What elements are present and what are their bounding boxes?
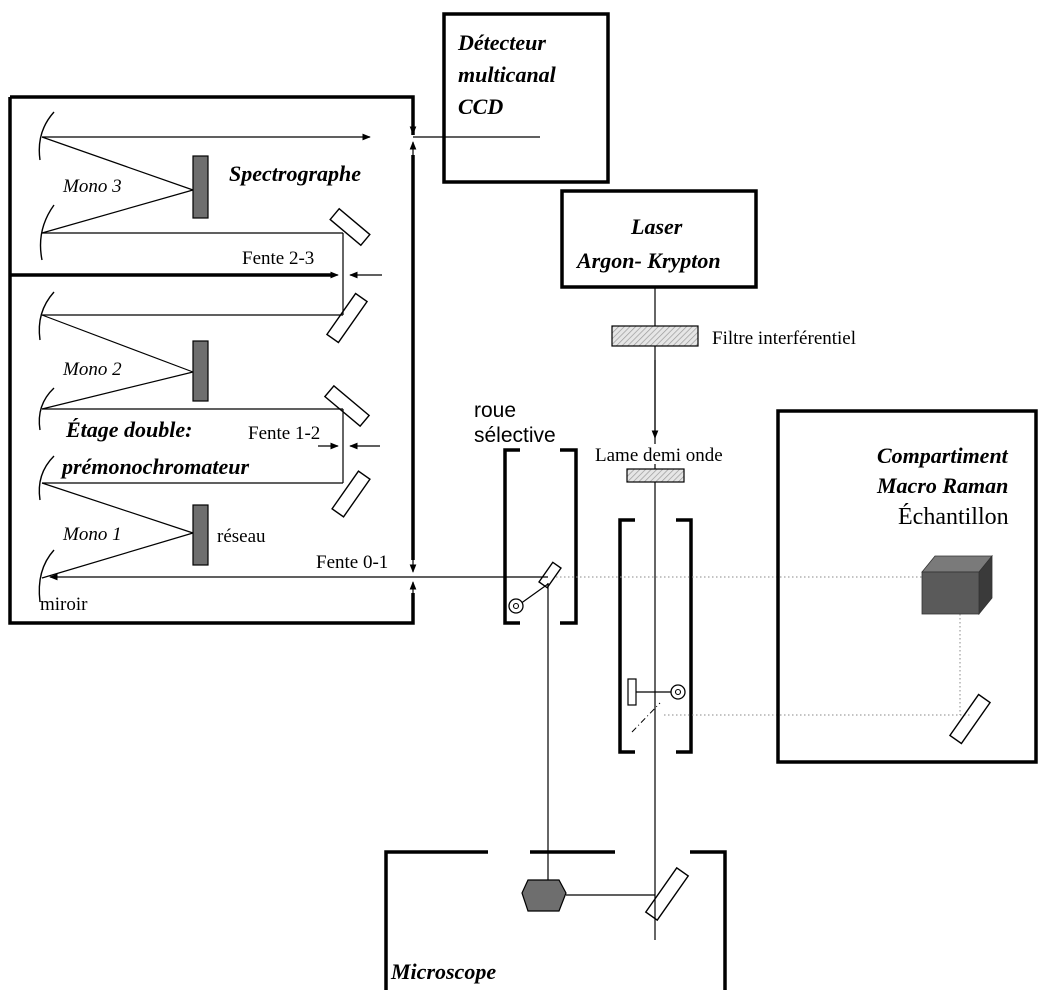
mono1-label: Mono 1 <box>62 524 122 545</box>
interference-filter <box>611 325 699 347</box>
laser-label-2: Argon- Krypton <box>575 248 721 273</box>
fold-mirrors <box>323 207 371 518</box>
grating-mono1 <box>192 504 209 566</box>
slit-12-label: Fente 1-2 <box>248 423 320 444</box>
microscope-housing <box>384 850 727 990</box>
macro-dotted-beams <box>556 576 970 716</box>
wheel-label-2: sélective <box>474 424 556 447</box>
microscope-label: Microscope <box>390 959 496 984</box>
selective-wheel <box>503 448 578 880</box>
laser-box <box>560 189 758 289</box>
detector-label-3: CCD <box>458 94 503 119</box>
macro-label-1: Compartiment <box>877 443 1009 468</box>
mono2-label: Mono 2 <box>62 359 122 380</box>
sample-cube <box>921 554 993 616</box>
sample-label: Échantillon <box>898 504 1009 530</box>
spectrograph-label: Spectrographe <box>229 161 361 186</box>
grating-label: réseau <box>217 526 266 547</box>
detector-box <box>442 12 610 184</box>
half-wave-label-bg <box>595 444 729 464</box>
objective-lens <box>521 879 567 912</box>
slit-arrows <box>310 113 417 600</box>
spectrometer-beams <box>41 133 548 581</box>
wheel-label-1: roue <box>474 399 516 422</box>
double-stage-label-2: prémonochromateur <box>60 454 249 479</box>
filter-label: Filtre interférentiel <box>712 328 856 349</box>
macro-switch <box>618 518 693 754</box>
macro-compartment-box <box>776 409 1038 764</box>
microscope-mirror <box>644 866 690 922</box>
mirror-label: miroir <box>40 594 88 615</box>
gratings <box>192 155 209 566</box>
macro-mirror <box>948 693 992 745</box>
double-stage-label-1: Étage double: <box>65 417 193 442</box>
macro-label-2: Macro Raman <box>876 473 1008 498</box>
half-wave-plate <box>626 468 685 483</box>
laser-label-1: Laser <box>630 214 683 239</box>
curved-mirrors <box>38 111 55 603</box>
detector-label-1: Détecteur <box>457 30 546 55</box>
premono-label-bg <box>60 454 304 482</box>
detector-label-2: multicanal <box>458 62 557 87</box>
grating-mono3 <box>192 155 209 219</box>
slit-23-label: Fente 2-3 <box>242 248 314 269</box>
double-stage-label-bg <box>62 414 238 442</box>
mono3-label: Mono 3 <box>62 176 122 197</box>
slit-01-label: Fente 0-1 <box>316 552 388 573</box>
grating-mono2 <box>192 340 209 402</box>
half-wave-label: Lame demi onde <box>595 445 723 466</box>
